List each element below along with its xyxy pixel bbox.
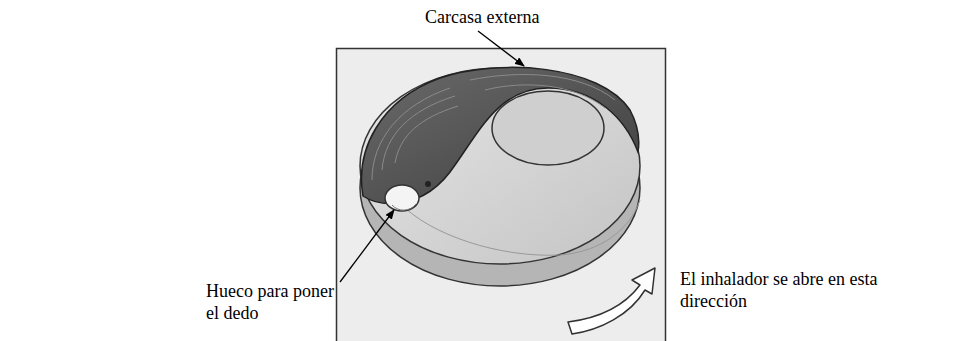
casing-texture bbox=[372, 75, 615, 180]
part-label: Hueco para poner el dedo bbox=[206, 280, 336, 324]
outer-casing bbox=[362, 67, 639, 203]
inhaler-top bbox=[360, 68, 640, 264]
casing-window bbox=[492, 91, 604, 165]
finger-notch bbox=[385, 185, 419, 211]
opening-direction-arrow bbox=[568, 268, 655, 334]
picture-frame bbox=[337, 49, 666, 341]
leader-line bbox=[478, 31, 524, 66]
instruction-label: El inhalador se abre en esta dirección bbox=[680, 268, 910, 312]
leader-line bbox=[340, 210, 394, 282]
mouthpiece-cover-edge bbox=[400, 200, 640, 255]
dose-hole bbox=[425, 181, 431, 187]
part-label: Carcasa externa bbox=[425, 6, 539, 28]
finger-notch-shadow bbox=[392, 204, 416, 210]
